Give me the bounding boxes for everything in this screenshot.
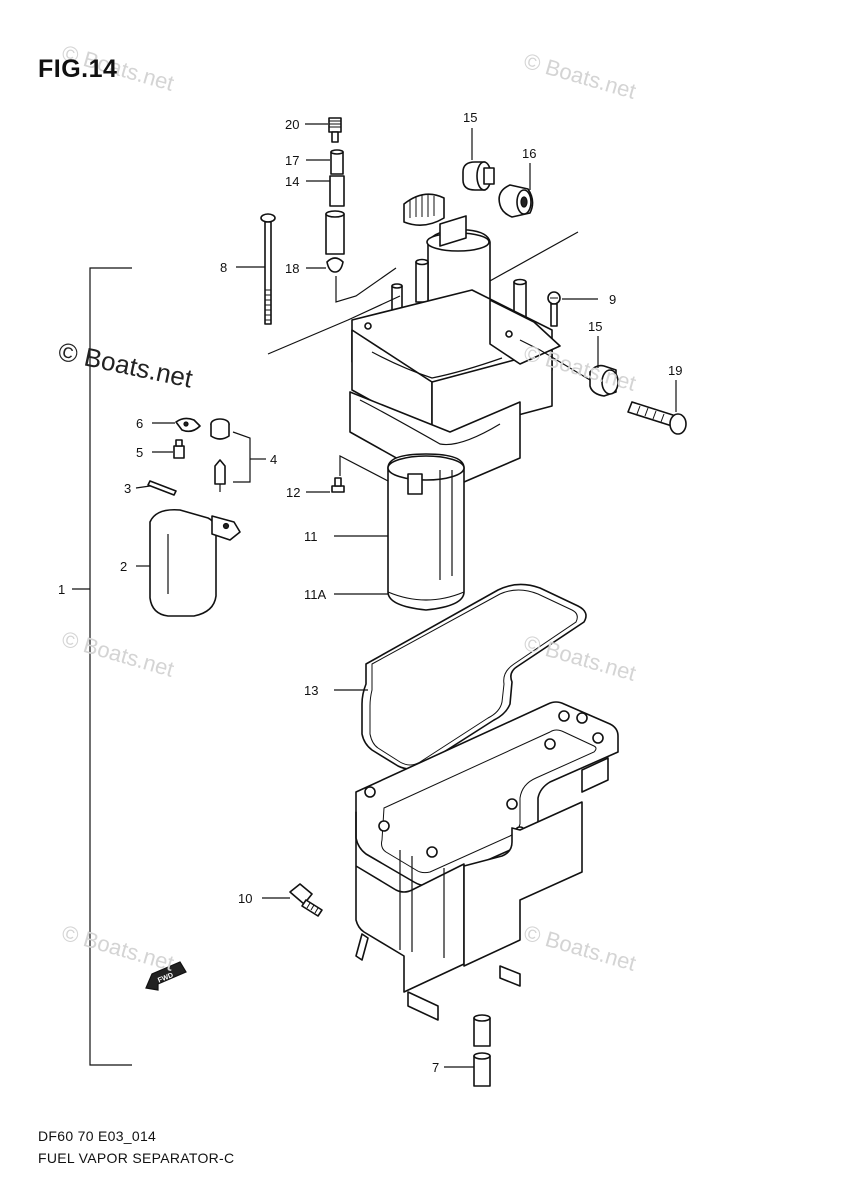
- callout-11: 11: [304, 529, 318, 544]
- part-18-clip: [306, 257, 344, 273]
- part-3-float-pin: [135, 480, 177, 496]
- part-7-hose: [444, 1014, 491, 1087]
- callout-17: 17: [285, 153, 299, 168]
- part-5-pin: [152, 439, 185, 459]
- separator-top-body: [349, 193, 561, 489]
- callout-6: 6: [136, 416, 143, 431]
- part-20-screw: [305, 117, 342, 143]
- callout-3: 3: [124, 481, 131, 496]
- callout-20: 20: [285, 117, 299, 132]
- part-14-hose: [306, 149, 345, 255]
- callout-11a: 11A: [304, 587, 326, 602]
- part-8-long-bolt: [236, 213, 276, 325]
- part-19-bolt: [627, 380, 687, 435]
- assembly-bracket: [72, 267, 132, 1066]
- part-12-screw: [306, 455, 391, 493]
- figure-title: FIG.14: [38, 55, 118, 83]
- callout-16: 16: [522, 146, 536, 161]
- callout-4: 4: [270, 452, 277, 467]
- callout-15-upper: 15: [463, 110, 477, 125]
- callout-13: 13: [304, 683, 318, 698]
- part-2-float: [136, 508, 241, 617]
- callout-15-lower: 15: [588, 319, 602, 334]
- part-4-needle-valve: [210, 418, 266, 492]
- callout-12: 12: [286, 485, 300, 500]
- part-15-grommet-upper: [462, 128, 495, 191]
- callout-7: 7: [432, 1060, 439, 1075]
- part-6-clip: [152, 417, 201, 433]
- part-16-cushion: [498, 163, 534, 218]
- part-15-collar-lower: [519, 336, 619, 397]
- part-11-fuel-pump: [334, 453, 465, 611]
- callout-19: 19: [668, 363, 682, 378]
- separator-case: [355, 701, 619, 1021]
- part-10-screw: [262, 883, 323, 917]
- part-13-gasket: [334, 583, 587, 770]
- callout-5: 5: [136, 445, 143, 460]
- callout-18: 18: [285, 261, 299, 276]
- figure-name: FUEL VAPOR SEPARATOR-C: [38, 1150, 235, 1166]
- callout-10: 10: [238, 891, 252, 906]
- callout-2: 2: [120, 559, 127, 574]
- callout-1: 1: [58, 582, 65, 597]
- part-9-screw: [547, 291, 598, 327]
- callout-14: 14: [285, 174, 299, 189]
- figure-code: DF60 70 E03_014: [38, 1128, 157, 1144]
- callout-8: 8: [220, 260, 227, 275]
- callout-9: 9: [609, 292, 616, 307]
